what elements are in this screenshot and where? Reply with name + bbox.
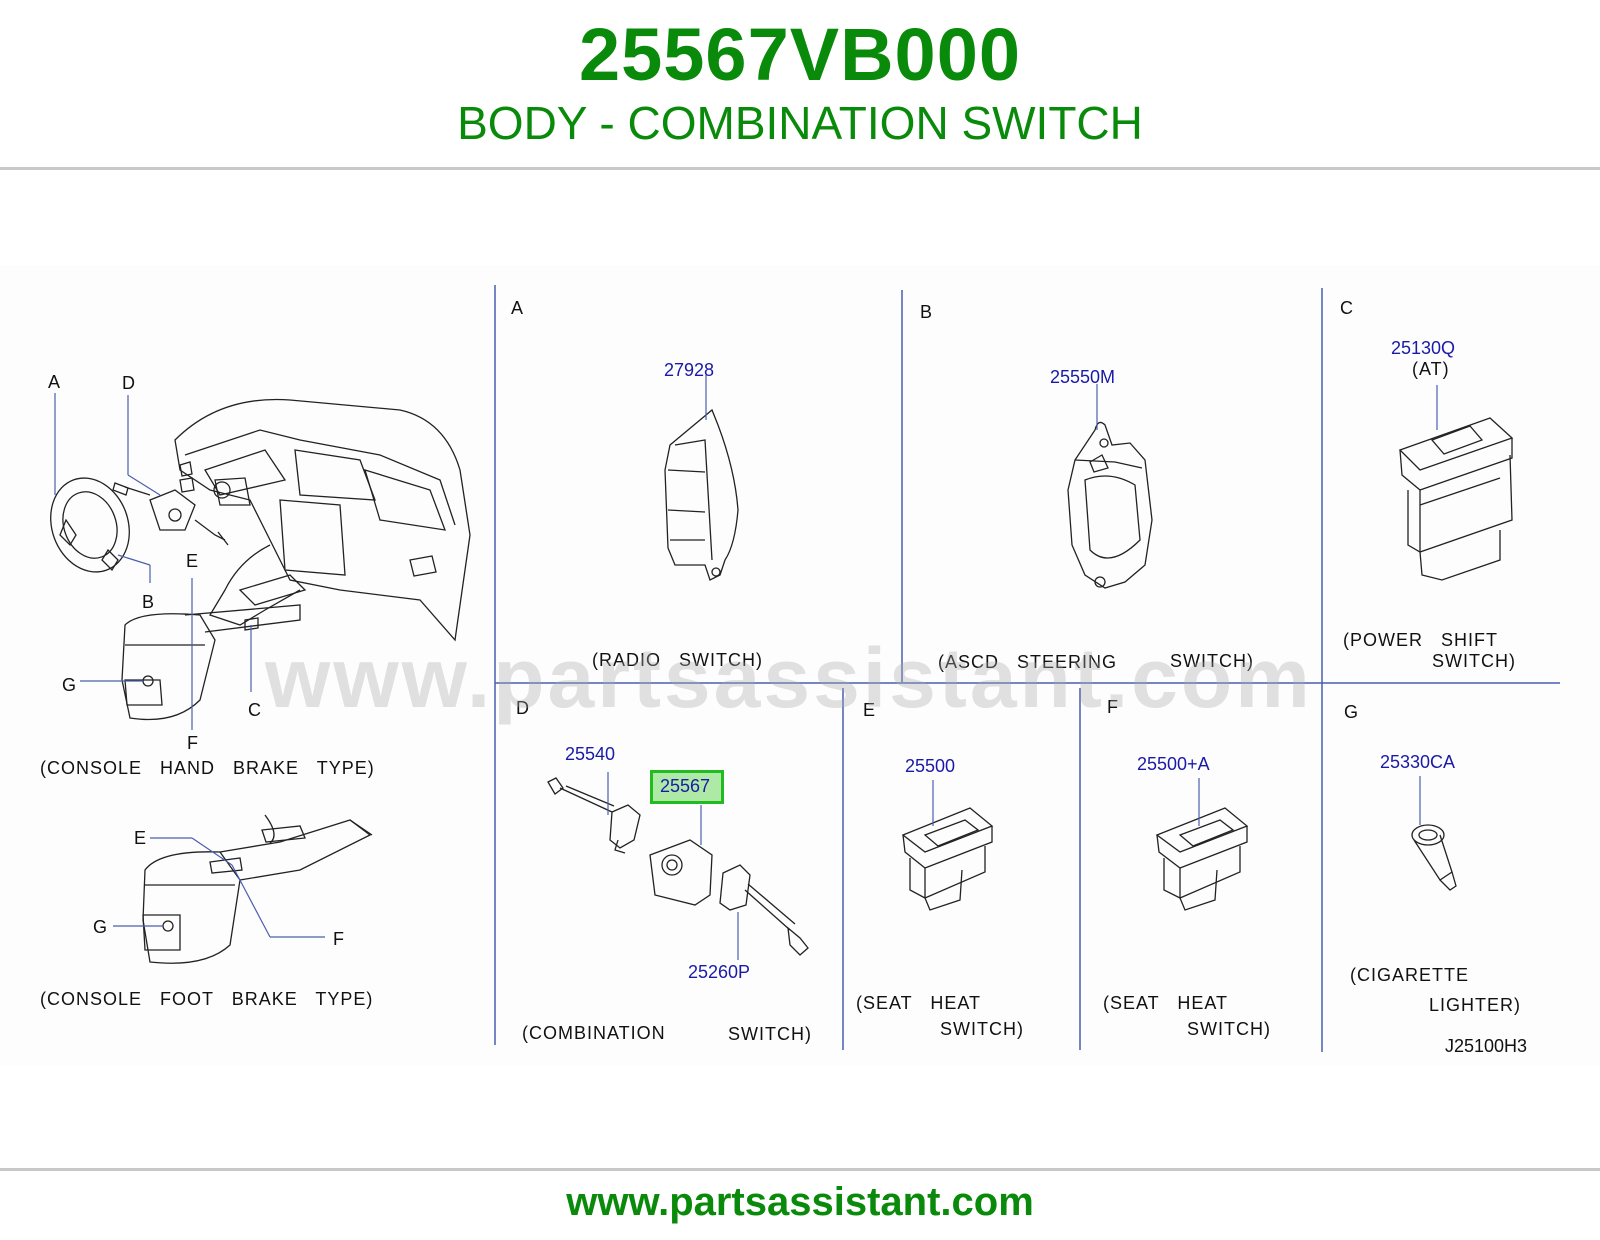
callout-g: G bbox=[62, 675, 77, 695]
foot-callout-f: F bbox=[333, 929, 344, 949]
footer-divider bbox=[0, 1168, 1600, 1171]
caption-power-shift: (POWER SHIFT bbox=[1343, 630, 1498, 650]
caption-combination: (COMBINATION bbox=[522, 1023, 666, 1043]
caption-seat-heat-e: (SEAT HEAT bbox=[856, 993, 982, 1013]
part-number-25130q[interactable]: 25130Q bbox=[1391, 338, 1456, 358]
panel-a-letter: A bbox=[511, 298, 524, 318]
header-divider bbox=[0, 167, 1600, 170]
caption-console-hand-brake: (CONSOLE HAND BRAKE TYPE) bbox=[40, 758, 375, 778]
part-number-25550m[interactable]: 25550M bbox=[1050, 367, 1116, 387]
cigarette-lighter-illustration bbox=[1411, 824, 1457, 891]
panel-d-letter: D bbox=[516, 698, 529, 718]
combination-leaders bbox=[607, 772, 739, 960]
section-title: BODY - COMBINATION SWITCH bbox=[457, 97, 1143, 149]
caption-lighter: LIGHTER) bbox=[1429, 995, 1522, 1015]
foot-brake-console-illustration bbox=[142, 814, 373, 964]
drawing-code: J25100H3 bbox=[1445, 1036, 1528, 1056]
part-number-25500-a[interactable]: 25500+A bbox=[1137, 754, 1210, 774]
overview-leaders bbox=[54, 393, 252, 730]
radio-switch-illustration bbox=[664, 408, 739, 581]
caption-combination-switch: SWITCH) bbox=[728, 1024, 812, 1044]
caption-radio-switch: (RADIO SWITCH) bbox=[592, 650, 763, 670]
panel-c-letter: C bbox=[1340, 298, 1353, 318]
part-number-27928[interactable]: 27928 bbox=[664, 360, 715, 380]
caption-ascd-steering: (ASCD STEERING bbox=[938, 652, 1118, 672]
callout-c: C bbox=[248, 700, 261, 720]
caption-ascd-switch: SWITCH) bbox=[1170, 651, 1254, 671]
part-number-title: 25567VB000 bbox=[578, 13, 1022, 96]
callout-f: F bbox=[187, 733, 198, 753]
callout-e: E bbox=[186, 551, 199, 571]
note-at: (AT) bbox=[1412, 359, 1450, 379]
callout-b: B bbox=[142, 592, 155, 612]
part-number-25567-highlighted[interactable]: 25567 bbox=[660, 776, 711, 796]
part-number-25260p[interactable]: 25260P bbox=[688, 962, 751, 982]
callout-d: D bbox=[122, 373, 135, 393]
part-number-25330ca[interactable]: 25330CA bbox=[1380, 752, 1456, 772]
caption-console-foot-brake: (CONSOLE FOOT BRAKE TYPE) bbox=[40, 989, 374, 1009]
caption-seat-heat-switch-e: SWITCH) bbox=[940, 1019, 1024, 1039]
power-shift-switch-illustration bbox=[1398, 417, 1514, 581]
panel-e-letter: E bbox=[863, 700, 876, 720]
watermark-text: www.partsassistant.com bbox=[265, 631, 1313, 725]
panel-f-letter: F bbox=[1107, 697, 1118, 717]
foot-leaders bbox=[113, 837, 325, 938]
panel-g-letter: G bbox=[1344, 702, 1359, 722]
caption-seat-heat-f: (SEAT HEAT bbox=[1103, 993, 1229, 1013]
part-number-25540[interactable]: 25540 bbox=[565, 744, 616, 764]
panel-b-letter: B bbox=[920, 302, 933, 322]
callout-a: A bbox=[48, 372, 61, 392]
foot-callout-e: E bbox=[134, 828, 147, 848]
combination-switch-illustration bbox=[547, 777, 809, 956]
seat-heat-switch-e-illustration bbox=[901, 807, 994, 911]
highlighted-part-box bbox=[650, 770, 724, 804]
ascd-switch-illustration bbox=[1067, 421, 1153, 589]
header: 25567VB000 BODY - COMBINATION SWITCH bbox=[0, 0, 1600, 170]
seat-heat-switch-f-illustration bbox=[1155, 807, 1249, 911]
caption-seat-heat-switch-f: SWITCH) bbox=[1187, 1019, 1271, 1039]
caption-power-shift-switch: SWITCH) bbox=[1432, 651, 1516, 671]
footer-website-link[interactable]: www.partsassistant.com bbox=[566, 1180, 1034, 1224]
caption-cigarette: (CIGARETTE bbox=[1350, 965, 1470, 985]
part-number-25500[interactable]: 25500 bbox=[905, 756, 956, 776]
panel-dividers bbox=[494, 285, 1560, 1052]
foot-callout-g: G bbox=[93, 917, 108, 937]
